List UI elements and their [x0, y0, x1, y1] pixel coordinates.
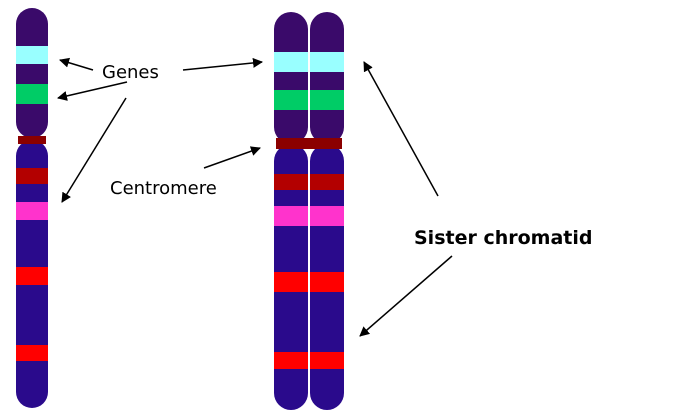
chromatid-left-band-red-1	[274, 272, 308, 292]
chromatid-left-upper-arm	[274, 12, 308, 144]
arrow-genes-to-single-cyan	[60, 60, 93, 70]
chromatid-left-band-red-2	[274, 352, 308, 369]
single-chromosome	[16, 8, 48, 408]
chromatid-right-band-red-1	[310, 272, 344, 292]
chromatid-left-gene-band-cyan	[274, 52, 308, 72]
single-gene-band-cyan	[16, 46, 48, 64]
single-band-dark-red	[16, 168, 48, 184]
chromatid-right-gene-band-cyan	[310, 52, 344, 72]
arrow-centromere-to-chromatid	[204, 148, 260, 168]
single-band-red-2	[16, 345, 48, 361]
single-band-red-1	[16, 267, 48, 285]
chromatid-right-upper-arm	[310, 12, 344, 144]
chromatid-left-gene-band-green	[274, 90, 308, 110]
arrow-sister-to-top	[364, 62, 438, 196]
sister-centromere	[276, 138, 342, 149]
sister-chromatids	[274, 12, 344, 410]
chromatid-left-band-magenta	[274, 206, 308, 226]
single-upper-arm	[16, 8, 48, 138]
single-band-magenta	[16, 202, 48, 220]
chromatid-right-gene-band-green	[310, 90, 344, 110]
chromatid-right	[310, 12, 344, 410]
single-centromere	[18, 136, 46, 144]
chromatid-right-band-magenta	[310, 206, 344, 226]
chromatid-right-band-red-2	[310, 352, 344, 369]
genes-label: Genes	[102, 62, 159, 83]
chromatid-left-band-dark-red	[274, 174, 308, 190]
arrow-sister-to-bottom	[360, 256, 452, 336]
centromere-label: Centromere	[110, 178, 217, 199]
single-gene-band-green	[16, 84, 48, 104]
sister-chromatid-label: Sister chromatid	[414, 227, 593, 249]
chromatid-left	[274, 12, 308, 410]
arrow-genes-to-chromatid-cyan	[183, 62, 262, 70]
chromatid-right-band-dark-red	[310, 174, 344, 190]
arrow-genes-to-single-green	[58, 82, 127, 98]
